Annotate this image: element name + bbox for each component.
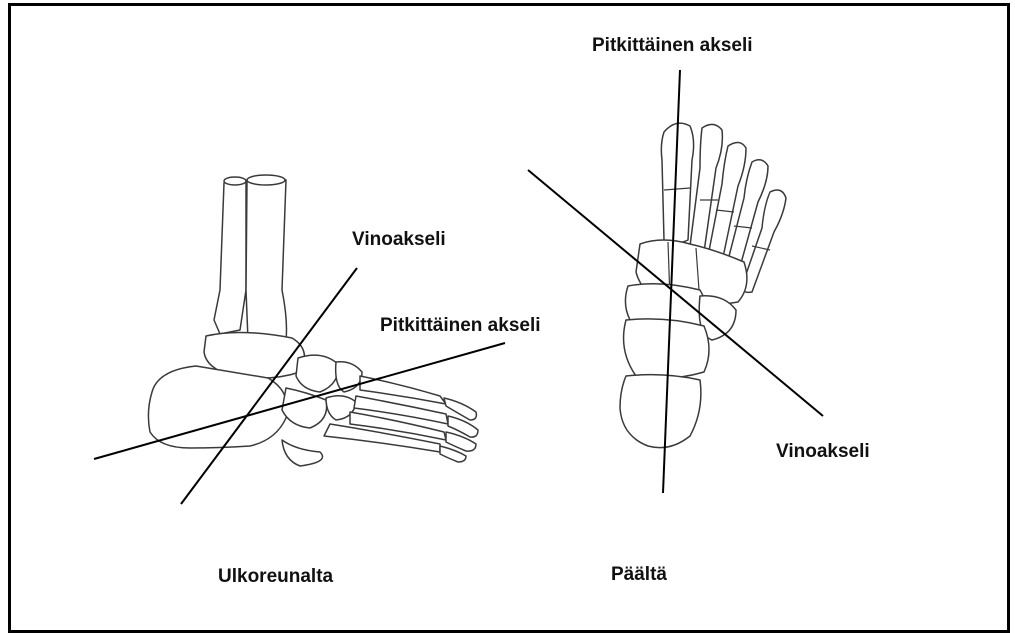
dorsal-longitudinal-axis-label: Pitkittäinen akseli xyxy=(592,36,753,55)
foot-axes-diagram xyxy=(0,0,1015,617)
dorsal-view-caption: Päältä xyxy=(611,565,667,584)
lateral-view-caption: Ulkoreunalta xyxy=(218,567,333,586)
lateral-longitudinal-axis-label: Pitkittäinen akseli xyxy=(380,316,541,335)
foot-dorsal-view xyxy=(620,123,786,448)
cuboid xyxy=(282,388,327,428)
calcaneus-dorsal xyxy=(620,375,701,448)
lateral-oblique-axis-label: Vinoakseli xyxy=(352,230,446,249)
dorsal-oblique-axis-label: Vinoakseli xyxy=(776,442,870,461)
fibula-shaft xyxy=(214,179,246,334)
tibia-shaft xyxy=(246,176,287,340)
calcaneus xyxy=(148,366,287,448)
navicular xyxy=(296,355,338,392)
talus-dorsal xyxy=(624,319,709,378)
